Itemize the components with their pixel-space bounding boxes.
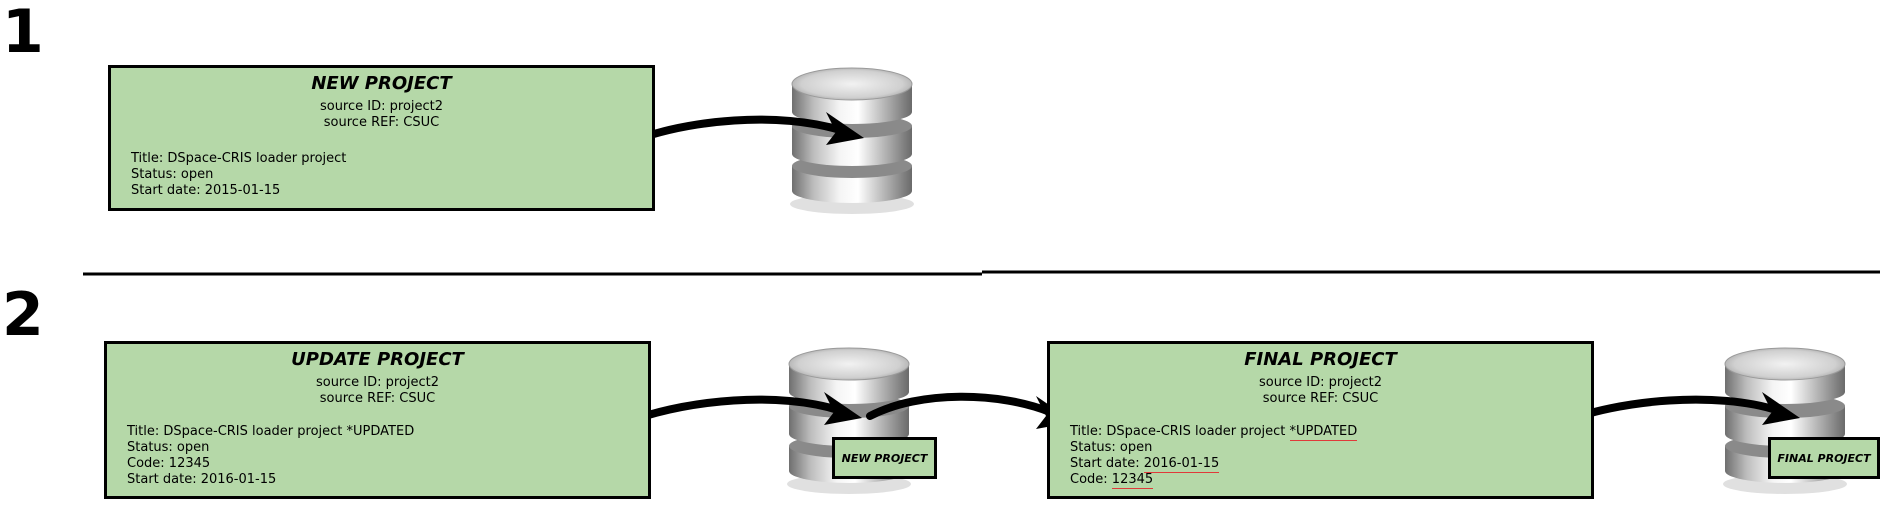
- source-id: source ID: project2: [315, 375, 440, 390]
- update-project-box: UPDATE PROJECT source ID: project2 sourc…: [104, 341, 651, 499]
- field-start-date: Start date: 2015-01-15: [131, 183, 281, 198]
- field-title-text: Title: DSpace-CRIS loader project: [1070, 424, 1290, 439]
- source-ref: source REF: CSUC: [319, 391, 436, 406]
- project-fields: Title: DSpace-CRIS loader project Status…: [131, 151, 346, 199]
- changed-value-title: *UPDATED: [1289, 424, 1358, 441]
- step-number-2: 2: [2, 280, 44, 350]
- field-code: Code: 12345: [127, 456, 211, 471]
- final-project-box: FINAL PROJECT source ID: project2 source…: [1047, 341, 1594, 499]
- field-start-date-label: Start date:: [1070, 456, 1144, 471]
- field-code-label: Code:: [1070, 472, 1112, 487]
- source-ref: source REF: CSUC: [323, 115, 440, 130]
- source-id: source ID: project2: [1258, 375, 1383, 390]
- field-start-date: Start date: 2016-01-15: [1070, 456, 1357, 473]
- project-fields: Title: DSpace-CRIS loader project *UPDAT…: [1070, 424, 1358, 489]
- arrow-db-to-final: [866, 392, 1054, 420]
- db-label-new-project: NEW PROJECT: [832, 437, 937, 479]
- field-title: Title: DSpace-CRIS loader project: [131, 151, 347, 166]
- database-icon-step1: [789, 67, 915, 215]
- changed-value-start-date: 2016-01-15: [1143, 456, 1220, 473]
- field-status: Status: open: [1070, 440, 1153, 455]
- final-project-title: FINAL PROJECT: [1244, 349, 1397, 370]
- step-number-1: 1: [2, 0, 44, 67]
- new-project-box: NEW PROJECT source ID: project2 source R…: [108, 65, 655, 211]
- source-ref: source REF: CSUC: [1262, 391, 1379, 406]
- field-title: Title: DSpace-CRIS loader project *UPDAT…: [127, 424, 415, 439]
- changed-value-code: 12345: [1111, 472, 1154, 489]
- update-project-title: UPDATE PROJECT: [291, 349, 464, 370]
- new-project-title: NEW PROJECT: [311, 73, 452, 94]
- db-label-final-project: FINAL PROJECT: [1768, 437, 1880, 479]
- field-title: Title: DSpace-CRIS loader project *UPDAT…: [1070, 424, 1358, 441]
- field-start-date: Start date: 2016-01-15: [127, 472, 277, 487]
- field-code: Code: 12345: [1070, 472, 1357, 489]
- field-status: Status: open: [131, 167, 214, 182]
- field-status: Status: open: [127, 440, 210, 455]
- source-id: source ID: project2: [319, 99, 444, 114]
- project-fields: Title: DSpace-CRIS loader project *UPDAT…: [127, 424, 414, 488]
